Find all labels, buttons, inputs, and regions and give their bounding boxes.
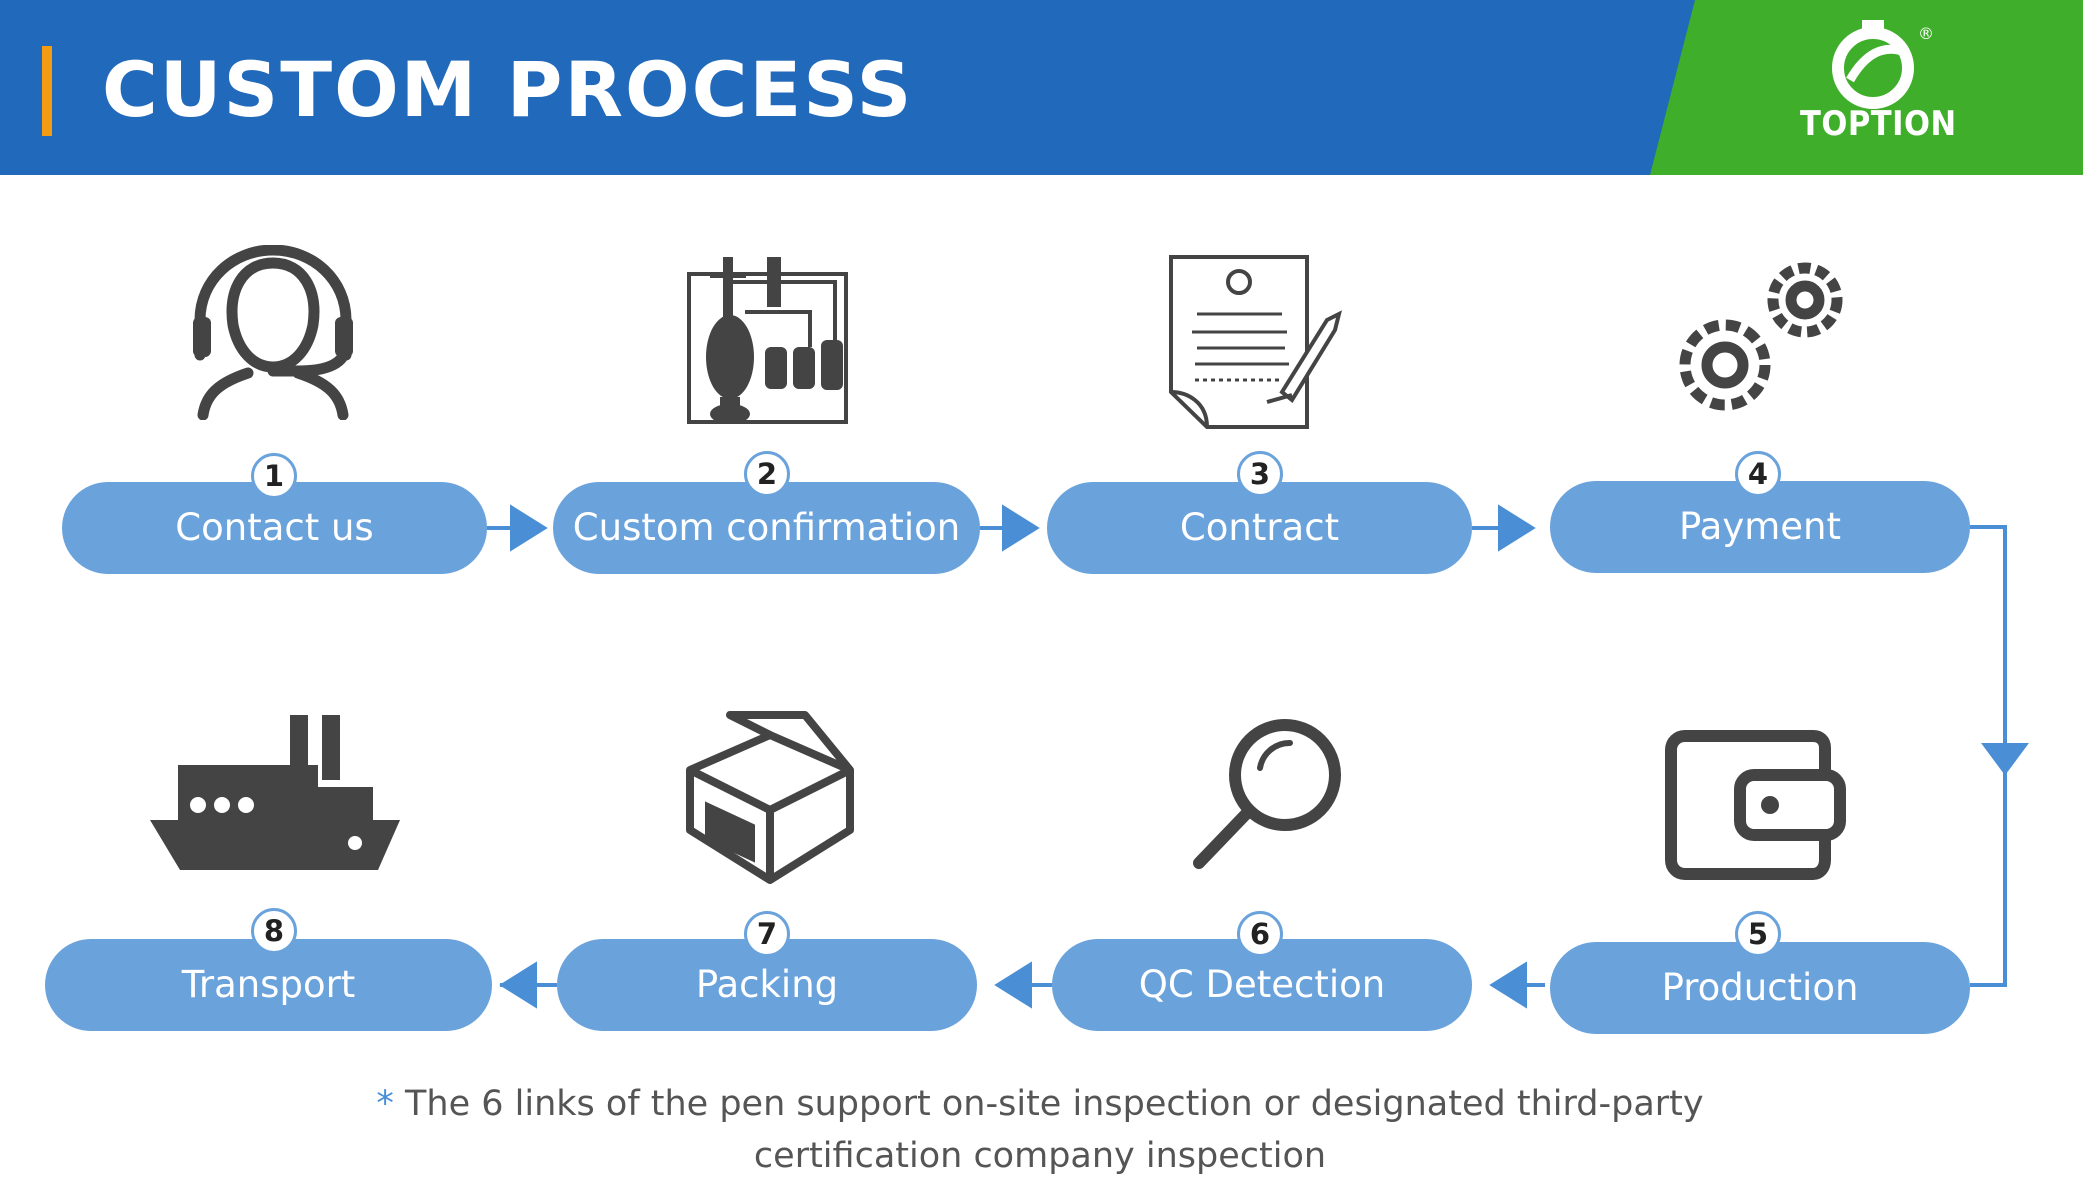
step-pill-contract: Contract (1047, 482, 1472, 574)
arrow-down-icon (1981, 743, 2029, 776)
reactor-equipment-icon (687, 257, 848, 424)
step-number-badge: 3 (1237, 451, 1283, 497)
registered-mark: ® (1918, 24, 1934, 43)
step-number-badge: 7 (744, 911, 790, 957)
toption-logo-icon (1832, 20, 1914, 109)
footnote-line-2: certification company inspection (753, 1136, 1327, 1176)
arrow-right-icon (1002, 504, 1040, 552)
logo-panel (1650, 0, 2083, 175)
footnote-line-1: * The 6 links of the pen support on-site… (300, 1078, 1780, 1130)
step-pill-custom-confirmation: Custom confirmation (553, 482, 980, 574)
wallet-icon (1665, 730, 1846, 880)
footnote: * The 6 links of the pen support on-site… (300, 1078, 1780, 1182)
step-pill-production: Production (1550, 942, 1970, 1034)
step-number-badge: 4 (1735, 451, 1781, 497)
footnote-marker: * (376, 1084, 394, 1124)
step-number-badge: 6 (1237, 911, 1283, 957)
step-number-badge: 1 (251, 453, 297, 499)
step-number-badge: 8 (251, 908, 297, 954)
headset-person-icon (193, 245, 353, 420)
step-number-badge: 5 (1735, 911, 1781, 957)
ship-icon (150, 715, 400, 870)
magnifier-icon (1193, 719, 1341, 869)
footnote-text-1: The 6 links of the pen support on-site i… (405, 1084, 1704, 1124)
arrow-left-icon (499, 961, 537, 1009)
box-icon (686, 711, 854, 884)
logo-text: TOPTION (1800, 104, 1957, 144)
step-number-badge: 2 (744, 451, 790, 497)
contract-document-icon (1169, 255, 1342, 429)
header-accent-bar (42, 46, 52, 136)
arrow-right-icon (1498, 504, 1536, 552)
arrow-left-icon (1489, 961, 1527, 1009)
step-pill-transport: Transport (45, 939, 492, 1031)
gears-icon (1679, 262, 1843, 411)
arrow-right-icon (510, 504, 548, 552)
arrow-left-icon (994, 961, 1032, 1009)
page-title: CUSTOM PROCESS (102, 45, 914, 134)
